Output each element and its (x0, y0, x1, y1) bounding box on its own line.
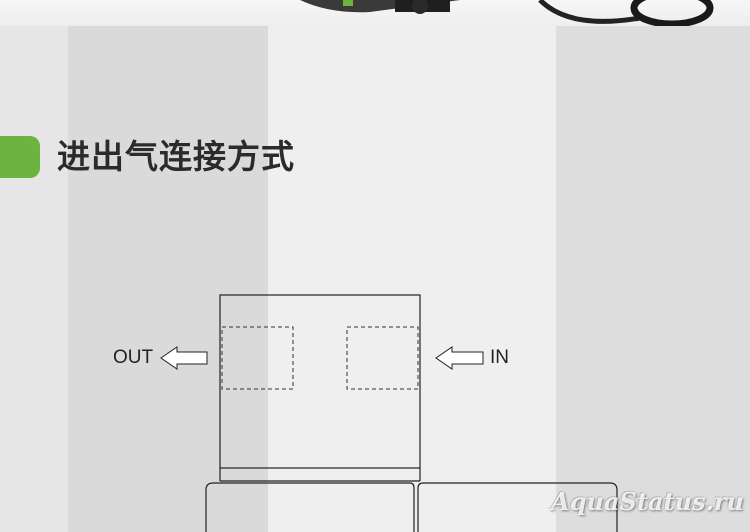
background-band (556, 26, 750, 532)
watermark-text: AquaStatus.ru (551, 487, 744, 516)
outlet-label: OUT (113, 347, 154, 368)
product-photo-edge (300, 0, 714, 26)
valve-body-outline (205, 294, 618, 532)
outlet-arrow-icon (160, 346, 208, 370)
background-band (0, 26, 68, 532)
section-title: 进出气连接方式 (57, 137, 295, 176)
background-band (68, 26, 268, 532)
inlet-label: IN (490, 347, 509, 368)
background-band (268, 26, 556, 532)
inlet-arrow-icon (435, 346, 484, 370)
inlet-port-hidden (346, 326, 419, 390)
heading-accent-tab (0, 136, 40, 178)
outlet-port-hidden (221, 326, 294, 390)
